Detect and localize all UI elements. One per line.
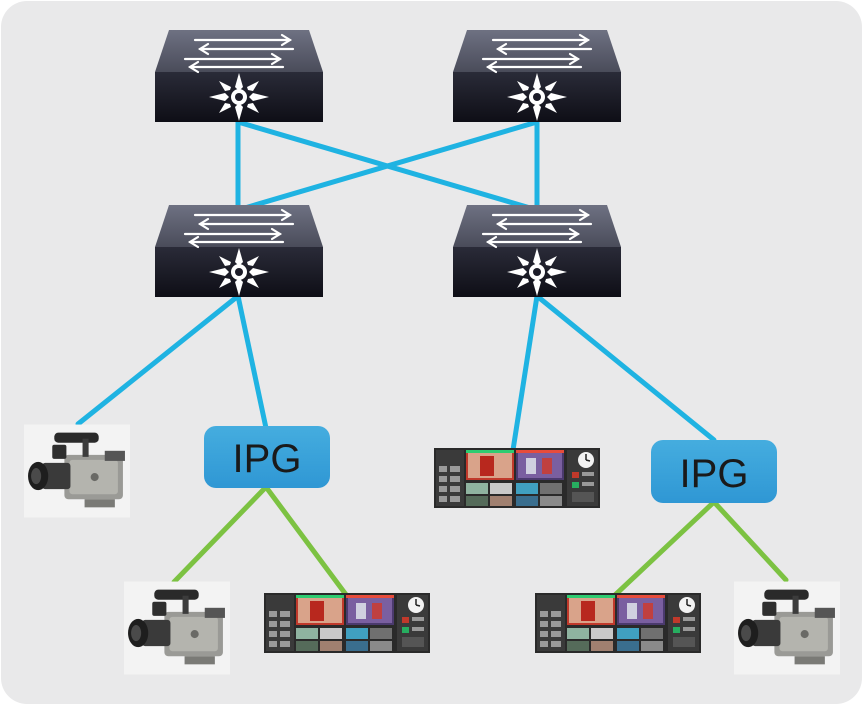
link-leaf2-ipg2 (534, 293, 717, 443)
ip-gateway-box (651, 440, 777, 503)
multiviewer-monitor-icon[interactable] (264, 593, 430, 653)
link-spine2-leaf1 (235, 119, 540, 213)
ip-gateway-1[interactable]: IPG (204, 426, 330, 488)
uplink-connections (75, 119, 717, 453)
gateway-connections (171, 484, 789, 599)
ip-gateway-label: IPG (233, 437, 302, 481)
link-ipg1-monitor2 (263, 484, 350, 599)
link-ipg2-monitor3 (611, 499, 717, 599)
video-camera-icon[interactable] (734, 581, 840, 675)
ip-gateway-label: IPG (680, 452, 749, 496)
leaf-switch-1[interactable] (155, 205, 323, 297)
multiviewer-monitor-icon[interactable] (434, 448, 600, 508)
ip-gateway-box (204, 426, 330, 488)
link-leaf2-monitor1 (510, 293, 540, 453)
link-leaf1-ipg1 (235, 293, 269, 431)
link-leaf1-camera1 (75, 293, 241, 427)
leaf-switch-2[interactable] (453, 205, 621, 297)
link-ipg2-camera3 (711, 499, 789, 583)
video-camera-icon[interactable] (124, 581, 230, 675)
video-camera-icon[interactable] (24, 424, 130, 518)
link-ipg1-camera2 (171, 484, 269, 585)
multiviewer-monitor-icon[interactable] (535, 593, 701, 653)
ip-gateway-2[interactable]: IPG (651, 440, 777, 503)
spine-switch-1[interactable] (155, 30, 323, 122)
spine-switch-2[interactable] (453, 30, 621, 122)
